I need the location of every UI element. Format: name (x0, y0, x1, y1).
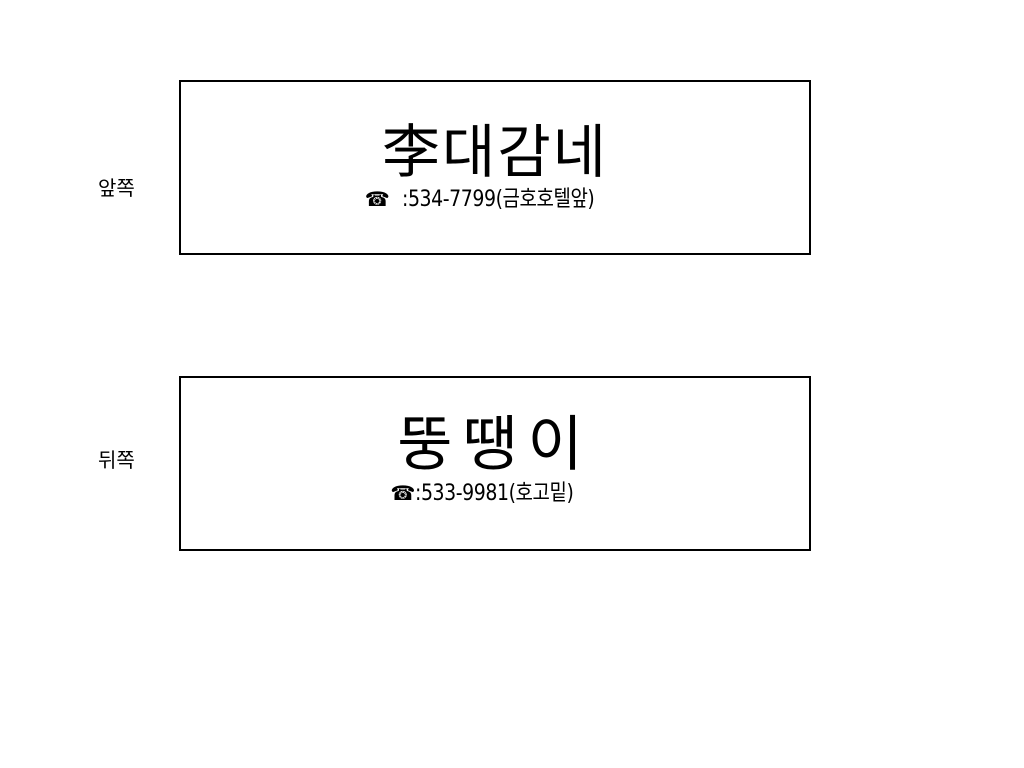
back-signboard: 뚱땡이 ☎:533-9981(호고밑) (179, 376, 811, 551)
back-phone-number: :533-9981(호고밑) (415, 481, 574, 506)
telephone-icon: ☎ (390, 481, 416, 505)
front-phone-line: ☎ :534-7799(금호호텔앞) (181, 186, 809, 213)
back-phone-line: ☎:533-9981(호고밑) (181, 480, 809, 507)
front-side-label: 앞쪽 (98, 176, 135, 200)
front-shop-name: 李대감네 (381, 118, 609, 186)
back-side-label: 뒤쪽 (98, 448, 135, 472)
back-shop-name: 뚱땡이 (397, 410, 593, 480)
front-signboard: 李대감네 ☎ :534-7799(금호호텔앞) (179, 80, 811, 255)
front-phone-number: :534-7799(금호호텔앞) (401, 187, 595, 212)
telephone-icon: ☎ (364, 187, 390, 211)
